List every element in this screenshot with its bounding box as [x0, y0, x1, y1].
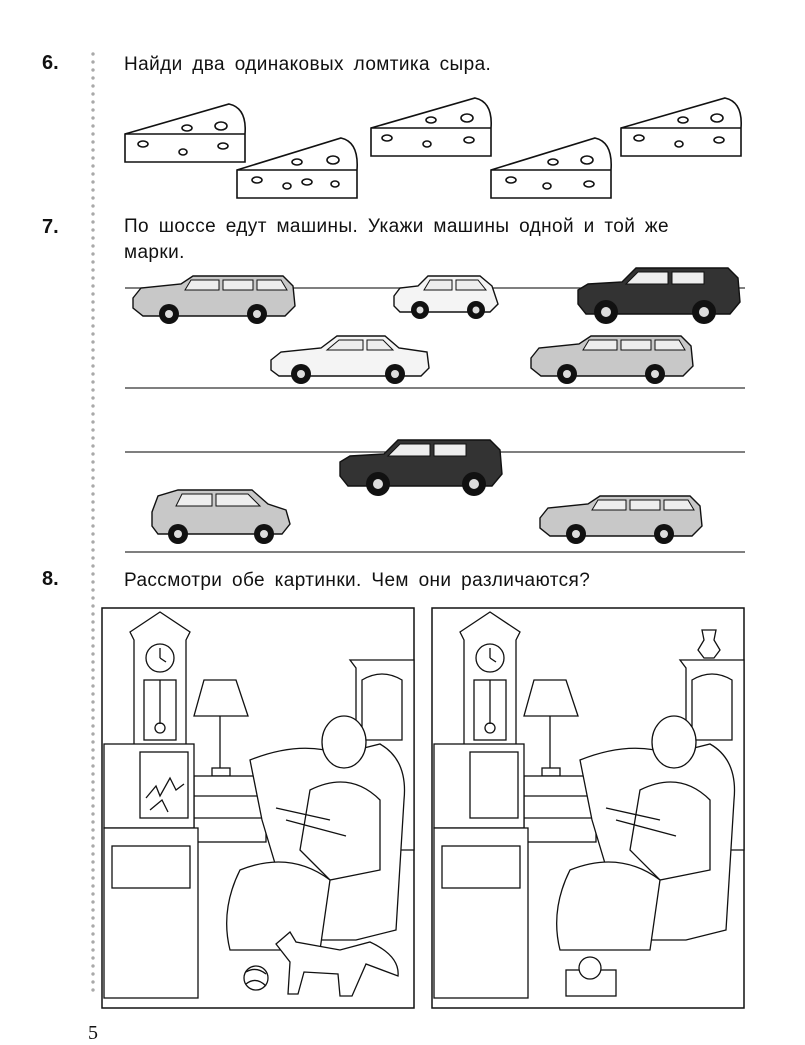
car-minivan[interactable]: [151, 489, 291, 544]
picture-left[interactable]: [101, 607, 415, 1009]
cheese-slice-4[interactable]: [490, 137, 612, 199]
car-wagon-3[interactable]: [539, 495, 703, 544]
yarn-ball-left[interactable]: [243, 965, 269, 991]
car-wagon-2[interactable]: [530, 335, 694, 384]
page-number: 5: [88, 1022, 98, 1044]
cheese-slice-5[interactable]: [620, 97, 742, 157]
car-suv-2[interactable]: [339, 439, 503, 496]
car-hatchback[interactable]: [393, 275, 499, 319]
binding-dots: [90, 50, 96, 995]
task-7-text-line1: По шоссе едут машины. Укажи машины одной…: [124, 216, 669, 237]
yarn-basket[interactable]: [565, 956, 617, 997]
grandfather-clock-left[interactable]: [129, 611, 191, 747]
cheese-slice-3[interactable]: [370, 97, 492, 157]
tv-broken-screen[interactable]: [103, 743, 199, 999]
task-7-number: 7.: [42, 216, 59, 238]
cheese-slice-2[interactable]: [236, 137, 358, 199]
grandfather-clock-right[interactable]: [459, 611, 521, 747]
picture-right[interactable]: [431, 607, 745, 1009]
task-6-text: Найди два одинаковых ломтика сыра.: [124, 54, 492, 75]
vase[interactable]: [697, 629, 721, 659]
task-7-text-line2: марки.: [124, 242, 185, 263]
cheese-slice-1[interactable]: [124, 103, 246, 163]
lamp-left[interactable]: [193, 679, 249, 777]
cat[interactable]: [275, 931, 399, 997]
task-6-number: 6.: [42, 52, 59, 74]
task-8-text: Рассмотри обе картинки. Чем они различаю…: [124, 570, 591, 591]
car-wagon-1[interactable]: [132, 275, 296, 324]
lamp-right[interactable]: [523, 679, 579, 777]
car-sedan-1[interactable]: [270, 335, 430, 384]
armchair-woman-left[interactable]: [226, 715, 406, 951]
tv-right[interactable]: [433, 743, 529, 999]
task-8-number: 8.: [42, 568, 59, 590]
dresser-left[interactable]: [193, 775, 267, 843]
armchair-woman-right[interactable]: [556, 715, 736, 951]
car-suv-1[interactable]: [577, 267, 741, 324]
